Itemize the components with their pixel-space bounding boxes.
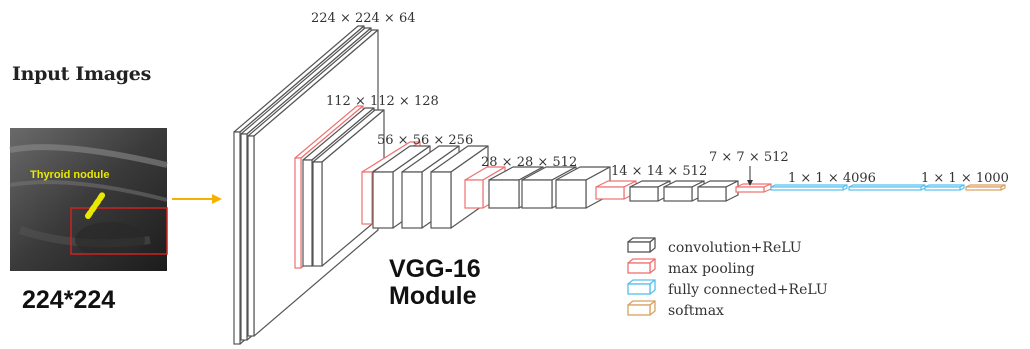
dim-label-conv5: 14 × 14 × 512: [611, 164, 707, 179]
legend-label-pool: max pooling: [668, 261, 755, 277]
input-resolution: 224*224: [22, 286, 115, 315]
pool5: [736, 184, 771, 192]
input-arrow: [172, 194, 222, 204]
dim-label-softmax: 1 × 1 × 1000: [921, 171, 1009, 186]
legend-label-softmax: softmax: [668, 303, 724, 319]
legend-swatch-conv: [628, 238, 655, 252]
model-name-line1: VGG-16: [389, 256, 481, 283]
nodule-annotation: Thyroid nodule: [30, 169, 109, 181]
input-images-title: Input Images: [12, 63, 151, 85]
legend-label-fc: fully connected+ReLU: [668, 282, 828, 298]
dim-label-fc: 1 × 1 × 4096: [788, 171, 876, 186]
legend-swatch-pool: [628, 259, 655, 273]
legend-label-conv: convolution+ReLU: [668, 240, 802, 256]
network-layers: [234, 26, 1005, 344]
model-name-line2: Module: [389, 283, 481, 310]
conv5-slab-3: [698, 181, 738, 201]
legend-swatch-softmax: [628, 301, 655, 315]
dim-label-conv1: 224 × 224 × 64: [311, 11, 415, 26]
ultrasound-image: Thyroid nodule: [10, 128, 167, 271]
dim-label-pool5: 7 × 7 × 512: [709, 150, 789, 165]
legend-swatch-fc: [628, 280, 655, 294]
dim-label-conv4: 28 × 28 × 512: [481, 155, 577, 170]
dim-label-conv2: 112 × 112 × 128: [326, 94, 439, 109]
model-name: VGG-16 Module: [389, 256, 481, 310]
dim-label-conv3: 56 × 56 × 256: [377, 133, 473, 148]
